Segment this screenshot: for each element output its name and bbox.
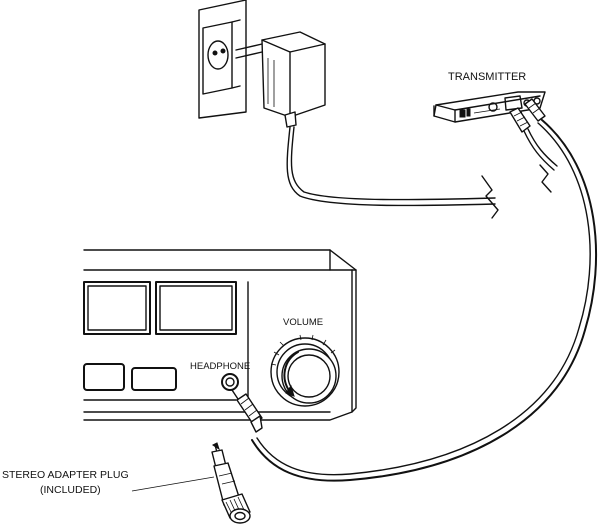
headphone-plug xyxy=(231,389,263,433)
transmitter-power-lead xyxy=(523,128,558,193)
adapter-leader-line xyxy=(131,476,215,492)
power-cord xyxy=(286,126,499,219)
volume-knob-icon xyxy=(270,334,340,407)
stereo-receiver-icon xyxy=(83,249,357,421)
adapter-label-line1: STEREO ADAPTER PLUG xyxy=(2,469,129,481)
volume-label: VOLUME xyxy=(283,317,323,328)
adapter-label-line2: (INCLUDED) xyxy=(40,484,101,496)
ac-adapter-icon xyxy=(235,31,326,128)
headphone-label: HEADPHONE xyxy=(190,361,250,372)
headphone-jack-icon xyxy=(221,373,239,391)
transmitter-device-icon xyxy=(433,91,546,123)
transmitter-plugs xyxy=(509,98,546,133)
stereo-adapter-plug-icon xyxy=(211,442,251,524)
transmitter-label: TRANSMITTER xyxy=(448,71,526,83)
audio-cable xyxy=(251,119,598,482)
wall-outlet-icon xyxy=(198,0,247,119)
